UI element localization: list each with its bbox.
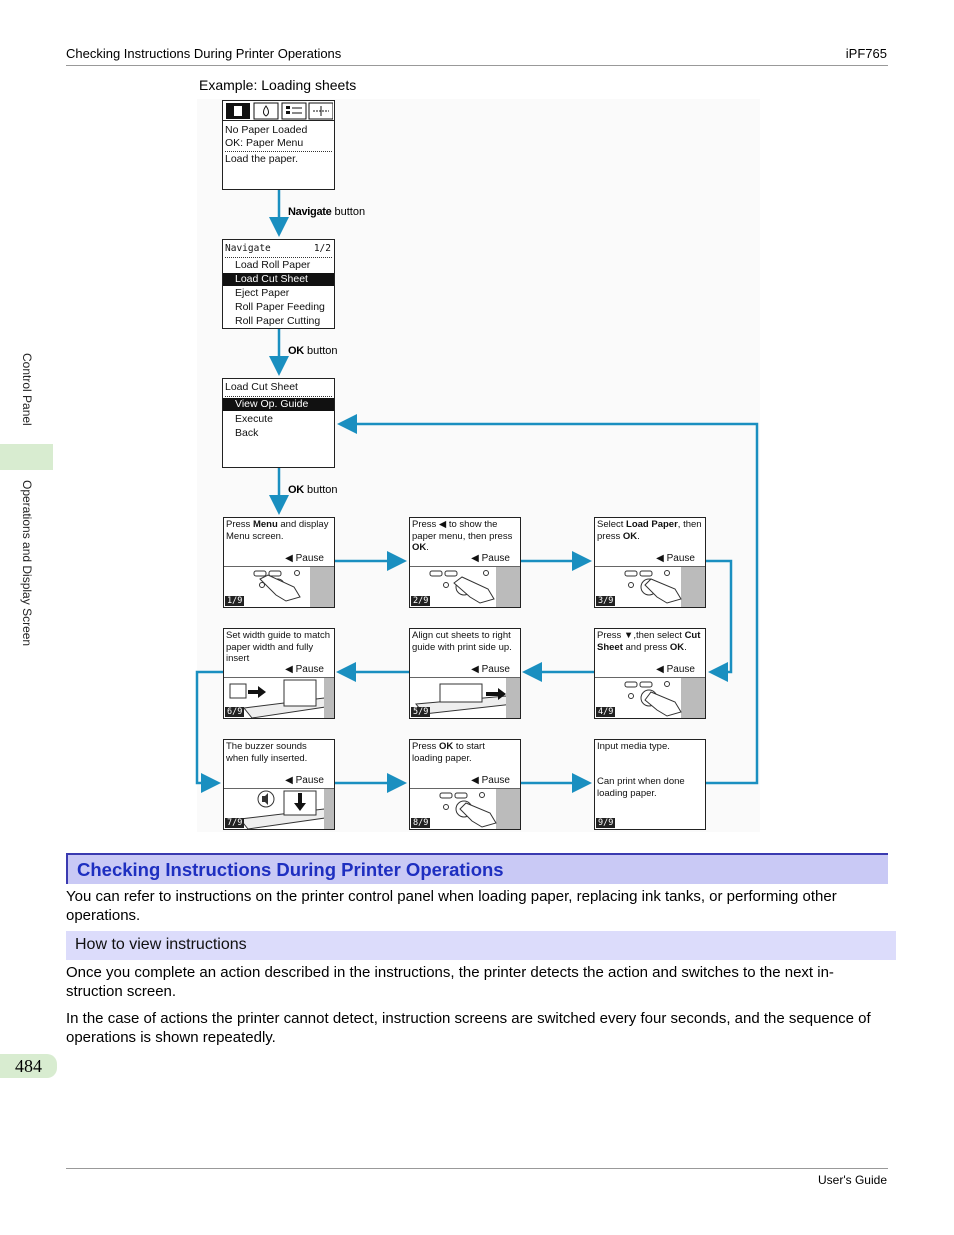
lcd-screen-no-paper: No Paper Loaded OK: Paper Menu Load the … bbox=[222, 100, 335, 190]
lcd-menu-item-selected: Load Cut Sheet bbox=[223, 273, 334, 286]
step-number: 2/9 bbox=[411, 596, 431, 606]
step-number: 9/9 bbox=[596, 818, 616, 828]
lcd-tab-icons bbox=[226, 102, 333, 120]
lcd-menu-item: Execute bbox=[235, 413, 273, 425]
step-number: 3/9 bbox=[596, 596, 616, 606]
page-number: 484 bbox=[0, 1054, 57, 1078]
guide-step-6: Set width guide to match paper width and… bbox=[223, 628, 335, 719]
guide-step-7: The buzzer sounds when fully inserted. ◀… bbox=[223, 739, 335, 830]
lcd-tab-divider bbox=[223, 120, 334, 121]
step-number: 8/9 bbox=[411, 818, 431, 828]
step-instruction: The buzzer sounds when fully inserted. bbox=[226, 741, 308, 764]
printer-illustration bbox=[224, 677, 334, 718]
lcd-menu-item: Eject Paper bbox=[235, 287, 290, 299]
lcd-navigate-page: 1/2 bbox=[313, 243, 331, 254]
section-heading: Checking Instructions During Printer Ope… bbox=[66, 853, 888, 884]
intro-paragraph: You can refer to instructions on the pri… bbox=[66, 888, 837, 924]
lcd-line-no-paper: No Paper Loaded bbox=[225, 124, 308, 136]
control-panel-illustration bbox=[410, 788, 520, 829]
header-rule bbox=[66, 65, 888, 66]
step-pause-label: ◀ Pause bbox=[471, 553, 510, 564]
step-instruction: Input media type. bbox=[597, 741, 670, 752]
lcd-menu-item: Roll Paper Feeding bbox=[235, 301, 325, 313]
lcd-screen-navigate: Navigate 1/2 Load Roll Paper Load Cut Sh… bbox=[222, 239, 335, 329]
step-instruction: Press Menu and display Menu screen. bbox=[226, 519, 329, 542]
guide-step-8: Press OK to start loading paper. ◀ Pause… bbox=[409, 739, 521, 830]
printer-illustration bbox=[224, 788, 334, 829]
lcd-dotted-separator bbox=[225, 257, 332, 258]
step-number: 7/9 bbox=[225, 818, 245, 828]
step-pause-label: ◀ Pause bbox=[285, 775, 324, 786]
lcd-menu-item: Load Roll Paper bbox=[235, 259, 311, 271]
guide-step-4: Press ▼,then select Cut Sheet and press … bbox=[594, 628, 706, 719]
step-instruction: Press ▼,then select Cut Sheet and press … bbox=[597, 630, 701, 653]
example-title: Example: Loading sheets bbox=[199, 77, 357, 93]
step-instruction: Set width guide to match paper width and… bbox=[226, 630, 331, 664]
step-pause-label: ◀ Pause bbox=[471, 775, 510, 786]
guide-step-9: Input media type. Can print when done lo… bbox=[594, 739, 706, 830]
step-pause-label: ◀ Pause bbox=[656, 553, 695, 564]
running-header-model: iPF765 bbox=[845, 46, 887, 61]
lcd-line-ok-paper-menu: OK: Paper Menu bbox=[225, 137, 304, 149]
step-pause-label: ◀ Pause bbox=[656, 664, 695, 675]
lcd-dotted-separator bbox=[225, 151, 332, 152]
footer-guide-name: User's Guide bbox=[818, 1173, 887, 1187]
step-number: 6/9 bbox=[225, 707, 245, 717]
lcd-navigate-title: Navigate bbox=[225, 243, 271, 254]
guide-step-5: Align cut sheets to right guide with pri… bbox=[409, 628, 521, 719]
guide-step-1: Press Menu and display Menu screen. ◀ Pa… bbox=[223, 517, 335, 608]
navigate-button-label: Navigate button bbox=[288, 206, 366, 218]
subsection-heading: How to view instructions bbox=[66, 931, 896, 960]
side-tab-marker bbox=[0, 444, 53, 470]
lcd-load-cut-sheet-title: Load Cut Sheet bbox=[225, 381, 298, 393]
body-paragraph-1: Once you complete an action described in… bbox=[66, 964, 834, 1000]
lcd-dotted-separator bbox=[225, 396, 332, 397]
lcd-menu-item-selected: View Op. Guide bbox=[223, 398, 334, 411]
lcd-line-load-paper: Load the paper. bbox=[225, 153, 298, 165]
subsection-heading-title: How to view instructions bbox=[75, 936, 247, 953]
running-header-title: Checking Instructions During Printer Ope… bbox=[66, 46, 342, 61]
step-instruction: Press ◀ to show the paper menu, then pre… bbox=[412, 519, 513, 553]
step-instruction: Align cut sheets to right guide with pri… bbox=[412, 630, 512, 653]
step-number: 5/9 bbox=[411, 707, 431, 717]
lcd-menu-item: Back bbox=[235, 427, 259, 439]
lcd-screen-load-cut-sheet: Load Cut Sheet View Op. Guide Execute Ba… bbox=[222, 378, 335, 468]
lcd-menu-item: Roll Paper Cutting bbox=[235, 315, 321, 327]
step-instruction: Select Load Paper, then press OK. bbox=[597, 519, 702, 542]
step-pause-label: ◀ Pause bbox=[471, 664, 510, 675]
step-pause-label: ◀ Pause bbox=[285, 664, 324, 675]
footer-rule bbox=[66, 1168, 888, 1169]
step-instruction: Press OK to start loading paper. bbox=[412, 741, 485, 764]
ok-button-label: OK button bbox=[288, 484, 338, 496]
ok-button-label: OK button bbox=[288, 345, 338, 357]
section-heading-title: Checking Instructions During Printer Ope… bbox=[77, 859, 504, 880]
step-number: 4/9 bbox=[596, 707, 616, 717]
guide-step-3: Select Load Paper, then press OK. ◀ Paus… bbox=[594, 517, 706, 608]
step-pause-label: ◀ Pause bbox=[285, 553, 324, 564]
body-paragraph-2: In the case of actions the printer canno… bbox=[66, 1010, 871, 1046]
guide-step-2: Press ◀ to show the paper menu, then pre… bbox=[409, 517, 521, 608]
step-instruction-secondary: Can print when done loading paper. bbox=[597, 776, 685, 799]
step-number: 1/9 bbox=[225, 596, 245, 606]
